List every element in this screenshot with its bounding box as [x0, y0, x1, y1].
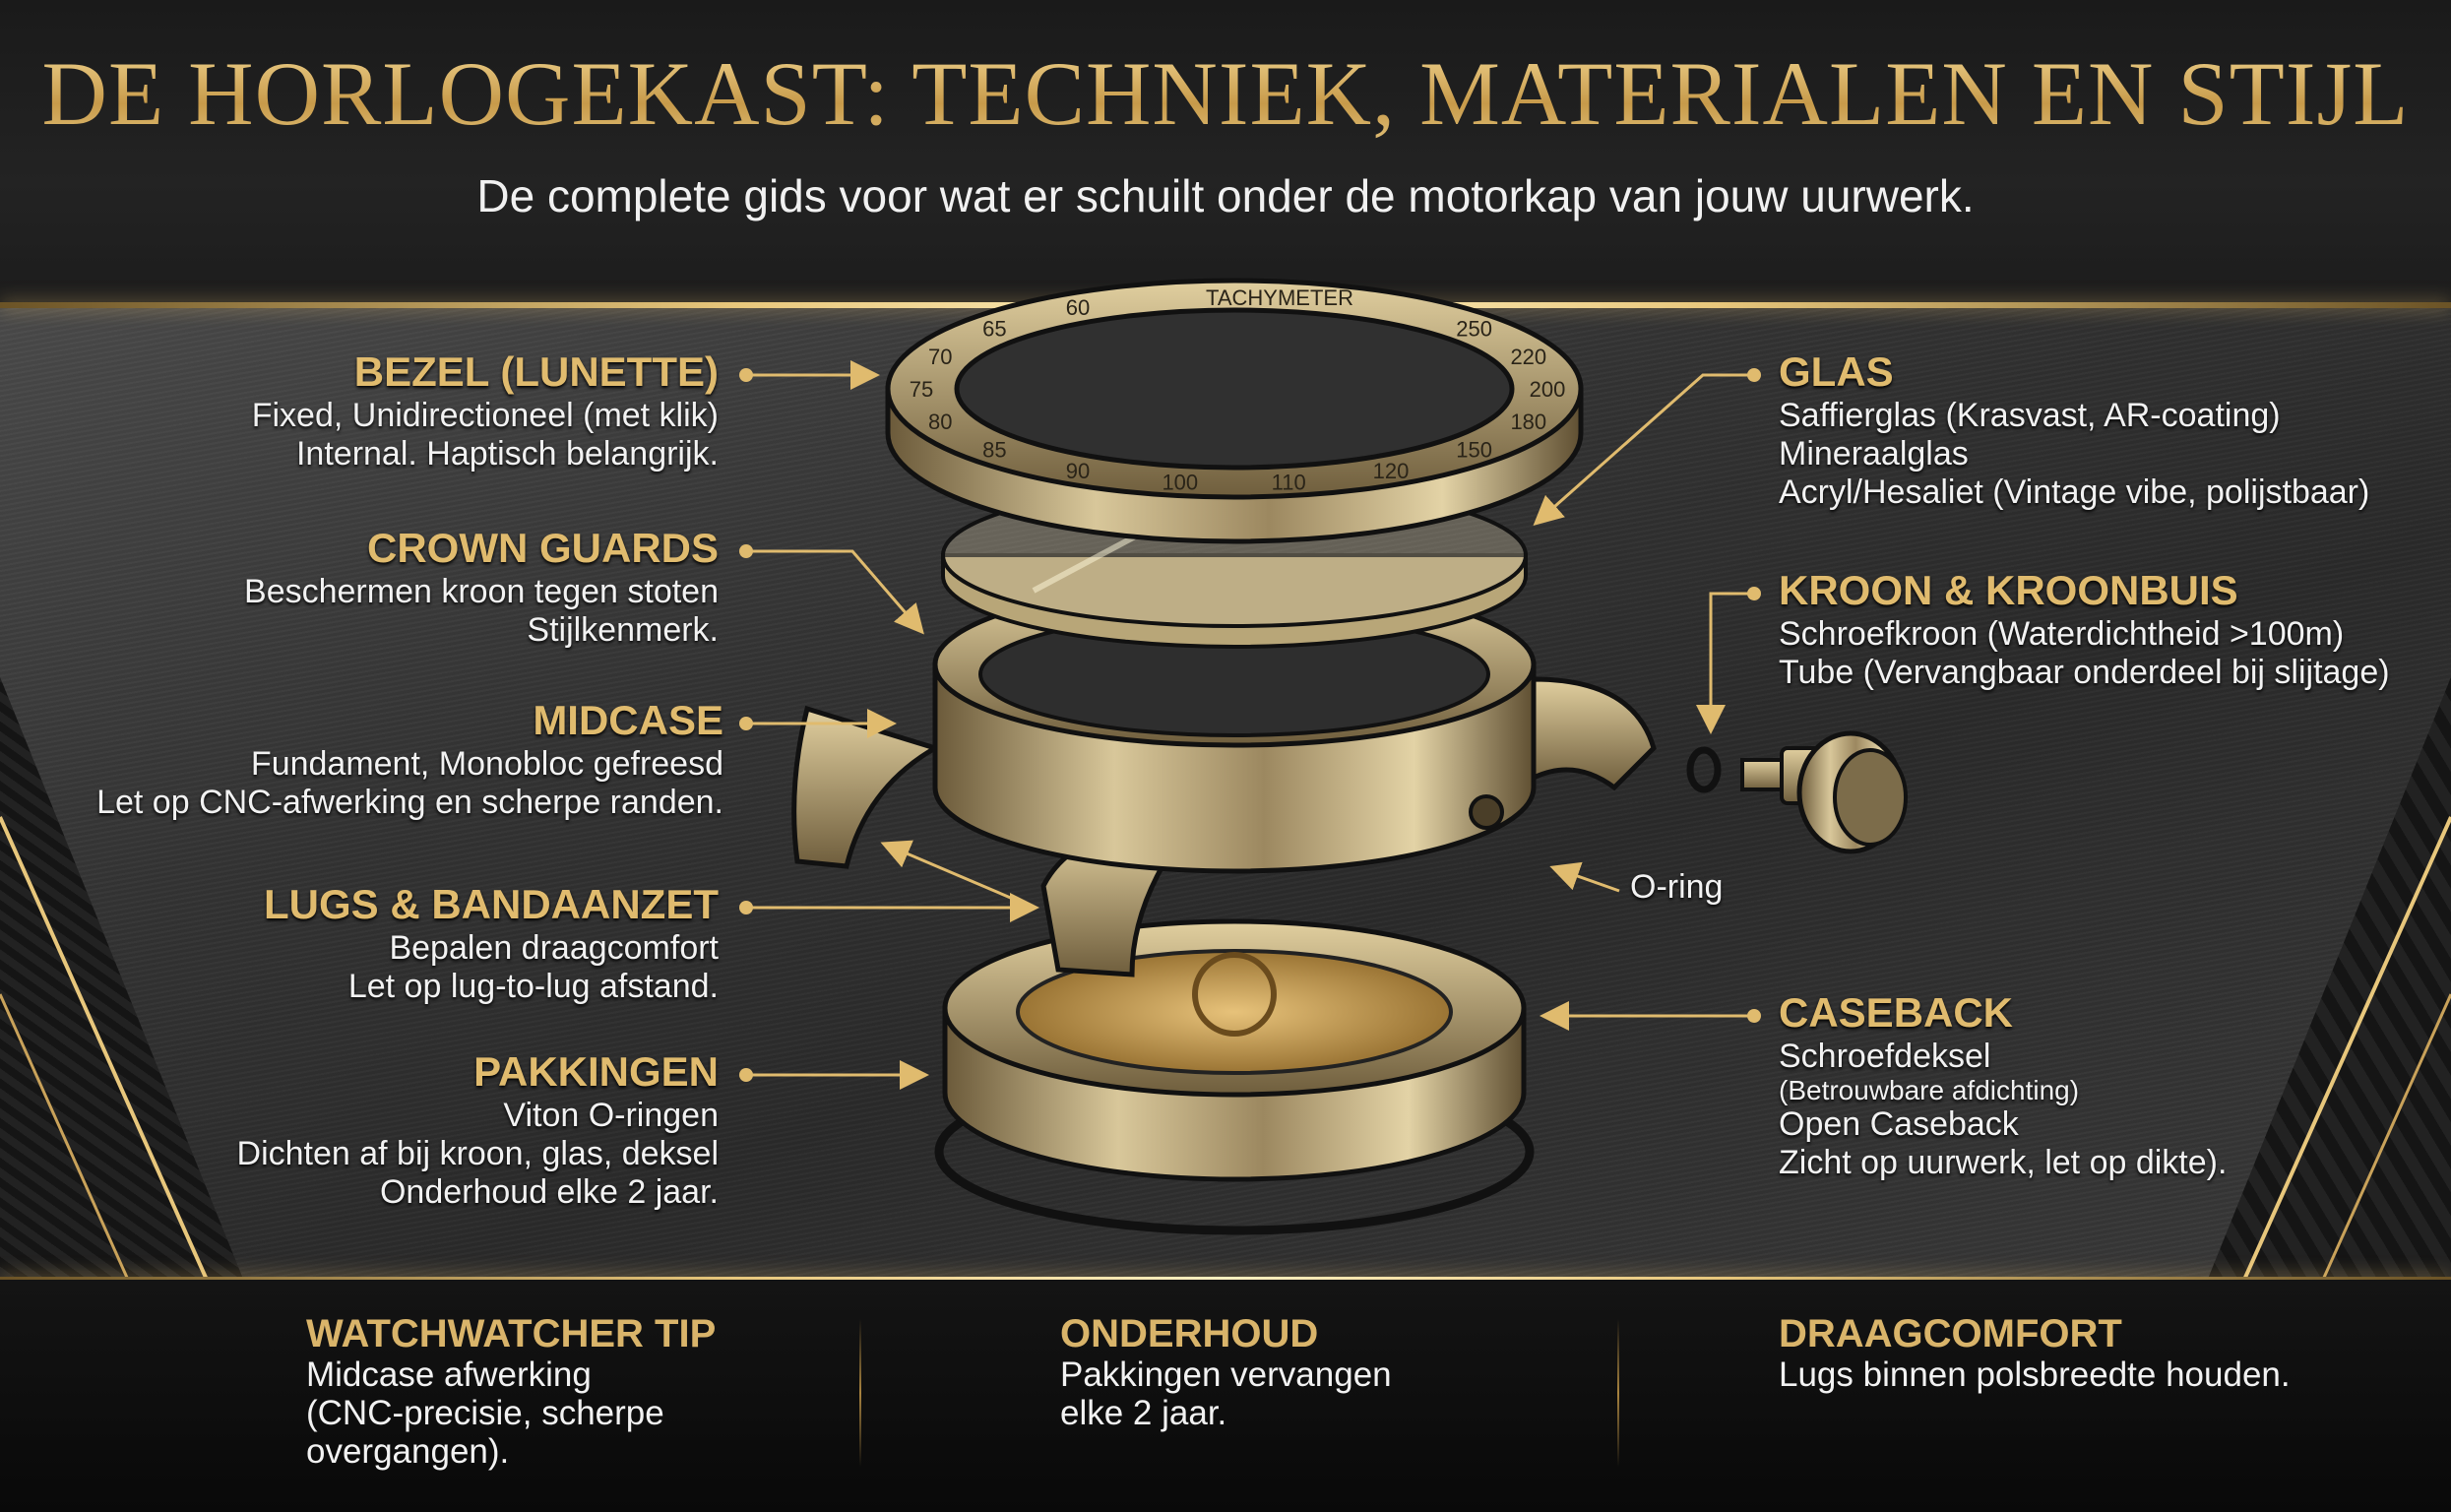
label-title: CASEBACK: [1779, 989, 2014, 1036]
gold-accent-line: [2242, 816, 2451, 1280]
bezel-scale-number: 60: [1066, 295, 1090, 320]
page-title-wrap: DE HORLOGEKAST: TECHNIEK, MATERIALEN EN …: [0, 41, 2451, 146]
bezel-scale-numbers: 60 65 70 75 80 85 90 100 110 120 150 180 200 220 250 TA…: [910, 285, 1566, 495]
leader-crown-guards: [746, 549, 924, 635]
bezel-scale-number: 220: [1510, 345, 1546, 369]
label-line: Bepalen draagcomfort: [389, 929, 719, 967]
label-line: Internal. Haptisch belangrijk.: [295, 435, 719, 472]
label-pakkingen: PAKKINGEN Viton O-ringen Dichten af bij …: [237, 1049, 719, 1212]
leader-dots: [739, 368, 1761, 1082]
bezel-scale-number: 90: [1066, 459, 1090, 483]
label-line: Let op lug-to-lug afstand.: [347, 968, 719, 1005]
bezel-brand-text: TACHYMETER: [1206, 285, 1353, 310]
label-bezel: BEZEL (LUNETTE) Fixed, Unidirectioneel (…: [252, 349, 719, 473]
bezel-scale-number: 70: [928, 345, 952, 369]
label-line: Zicht op uurwerk, let op dikte).: [1779, 1144, 2228, 1181]
label-o-ring: O-ring: [1630, 868, 1724, 906]
label-title: BEZEL (LUNETTE): [353, 348, 719, 395]
label-caseback: CASEBACK Schroefdeksel (Betrouwbare afdi…: [1779, 990, 2227, 1182]
tip-title: DRAAGCOMFORT: [1779, 1312, 2122, 1355]
bezel-scale-number: 100: [1162, 471, 1198, 495]
leader-kroon: [1696, 592, 1754, 734]
label-line: Onderhoud elke 2 jaar.: [379, 1173, 719, 1211]
label-line: Fundament, Monobloc gefreesd: [250, 745, 723, 783]
crown-guard: [1531, 676, 1657, 791]
tip-watchwatcher: WATCHWATCHER TIP Midcase afwerking (CNC-…: [306, 1312, 717, 1471]
lug-left: [791, 705, 942, 869]
label-title: KROON & KROONBUIS: [1779, 567, 2238, 613]
label-line: Beschermen kroon tegen stoten: [244, 573, 719, 610]
column-divider: [1617, 1319, 1619, 1467]
page-subtitle: De complete gids voor wat er schuilt ond…: [476, 170, 1975, 221]
bezel-scale-number: 250: [1456, 316, 1492, 341]
bezel-scale-number: 150: [1456, 438, 1492, 463]
label-line: Acryl/Hesaliet (Vintage vibe, polijstbaa…: [1779, 473, 2370, 511]
tip-draagcomfort: DRAAGCOMFORT Lugs binnen polsbreedte hou…: [1779, 1312, 2291, 1394]
label-line: Dichten af bij kroon, glas, deksel: [236, 1135, 719, 1172]
label-line: Open Caseback: [1779, 1105, 2019, 1143]
label-midcase: MIDCASE Fundament, Monobloc gefreesd Let…: [96, 698, 723, 822]
label-line: Stijlkenmerk.: [527, 611, 719, 649]
label-title: MIDCASE: [533, 697, 723, 743]
label-glas: GLAS Saffierglas (Krasvast, AR-coating) …: [1779, 349, 2369, 512]
label-line: Fixed, Unidirectioneel (met klik): [251, 397, 719, 434]
gold-accent-line: [2321, 993, 2451, 1280]
bezel-scale-number: 80: [928, 410, 952, 434]
bezel-scale-number: 120: [1373, 459, 1410, 483]
tips-band: WATCHWATCHER TIP Midcase afwerking (CNC-…: [0, 1280, 2451, 1512]
label-note: (Betrouwbare afdichting): [1779, 1075, 2080, 1105]
leader-o-ring: [1549, 861, 1620, 893]
crown-o-ring: [1686, 746, 1722, 793]
bezel-scale-number: 65: [982, 316, 1006, 341]
crown: [1740, 730, 1908, 854]
leader-lugs-2: [880, 840, 1035, 910]
caseback: [942, 918, 1527, 1182]
tip-title: WATCHWATCHER TIP: [306, 1312, 717, 1355]
gold-accent-line: [0, 816, 209, 1280]
tip-onderhoud: ONDERHOUD Pakkingen vervangen elke 2 jaa…: [1060, 1312, 1392, 1432]
gold-accent-lines: [0, 816, 2451, 1280]
label-line: Let op CNC-afwerking en scherpe randen.: [96, 784, 723, 821]
tip-line: Midcase afwerking: [306, 1355, 592, 1394]
bezel-scale-number: 200: [1530, 377, 1566, 402]
leader-lines: [746, 360, 1754, 1090]
bezel-scale-number: 85: [982, 438, 1006, 463]
movement-window: [1016, 949, 1453, 1075]
tip-line: Lugs binnen polsbreedte houden.: [1779, 1355, 2291, 1394]
header: DE HORLOGEKAST: TECHNIEK, MATERIALEN EN …: [0, 0, 2451, 305]
leader-glas: [1533, 373, 1754, 526]
bezel-scale-number: 180: [1510, 410, 1546, 434]
bezel-scale-number: 110: [1272, 471, 1306, 495]
label-title: PAKKINGEN: [473, 1048, 719, 1095]
label-line: Mineraalglas: [1779, 435, 1969, 472]
label-line: Schroefdeksel: [1779, 1038, 1991, 1075]
label-title: LUGS & BANDAANZET: [264, 881, 719, 927]
label-line: Tube (Vervangbaar onderdeel bij slijtage…: [1779, 654, 2390, 691]
label-line: Saffierglas (Krasvast, AR-coating): [1779, 397, 2281, 434]
label-line: Viton O-ringen: [503, 1097, 719, 1134]
bezel-scale-number: 75: [910, 377, 933, 402]
tip-line: Pakkingen vervangen: [1060, 1355, 1392, 1394]
label-crown-guards: CROWN GUARDS Beschermen kroon tegen stot…: [244, 526, 719, 650]
column-divider: [859, 1319, 861, 1467]
gold-accent-line: [0, 993, 130, 1280]
label-line: Schroefkroon (Waterdichtheid >100m): [1779, 615, 2345, 653]
label-title: CROWN GUARDS: [367, 525, 719, 571]
page-title: DE HORLOGEKAST: TECHNIEK, MATERIALEN EN …: [41, 43, 2410, 144]
tip-line: elke 2 jaar.: [1060, 1394, 1227, 1432]
label-title: GLAS: [1779, 348, 1894, 395]
tip-title: ONDERHOUD: [1060, 1312, 1319, 1355]
label-kroon: KROON & KROONBUIS Schroefkroon (Waterdic…: [1779, 568, 2390, 692]
tip-line: (CNC-precisie, scherpe: [306, 1394, 664, 1432]
label-lugs: LUGS & BANDAANZET Bepalen draagcomfort L…: [264, 882, 719, 1006]
bezel: 60 65 70 75 80 85 90 100 110 120 150 180 200 220 250 TA…: [885, 278, 1584, 544]
tip-line: overgangen).: [306, 1432, 510, 1471]
